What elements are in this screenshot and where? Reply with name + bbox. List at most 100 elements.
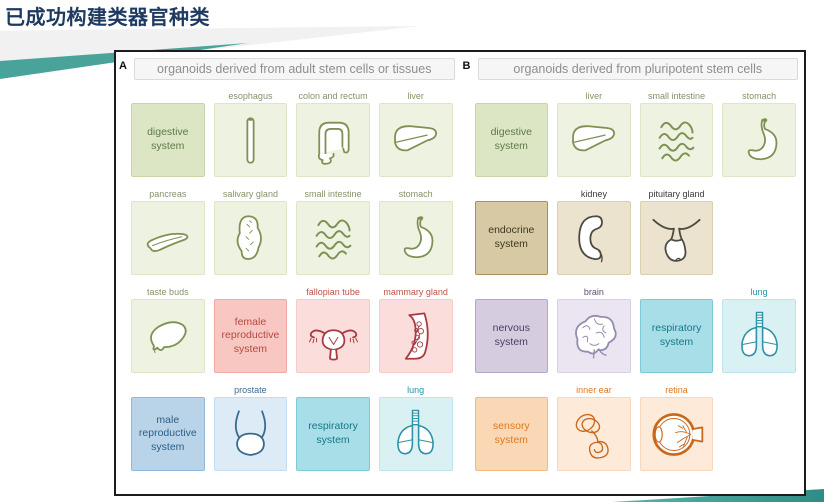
system-box-sensory-system: sensory system bbox=[474, 397, 549, 471]
cell-retina: retina bbox=[639, 384, 714, 471]
organ-box-pancreas bbox=[131, 201, 205, 275]
organ-box-small-intestine bbox=[639, 103, 714, 177]
organ-row: sensory system inner ear retina bbox=[474, 384, 797, 471]
organ-box-liver bbox=[557, 103, 631, 177]
panel-b-head: B organoids derived from pluripotent ste… bbox=[462, 58, 798, 80]
organ-box-kidney bbox=[557, 201, 631, 275]
panel-a-head: A organoids derived from adult stem cell… bbox=[119, 58, 455, 80]
organ-name-label: small intestine bbox=[648, 91, 706, 101]
pancreas-icon bbox=[139, 210, 196, 267]
organ-name-label: kidney bbox=[580, 189, 607, 199]
cell-endocrine-system: endocrine system bbox=[474, 188, 549, 275]
cell-esophagus: esophagus bbox=[213, 90, 288, 177]
organ-name-label bbox=[296, 384, 370, 397]
page-title: 已成功构建类器官种类 bbox=[5, 7, 210, 29]
cell-inner-ear: inner ear bbox=[557, 384, 631, 471]
organ-box-esophagus bbox=[213, 103, 288, 177]
cell-taste-buds: taste buds bbox=[131, 286, 205, 373]
fallopian-tube-icon bbox=[305, 308, 362, 365]
organ-name-label: mammary gland bbox=[383, 287, 448, 297]
organ-name-label: pancreas bbox=[149, 189, 187, 199]
small-intestine-icon bbox=[305, 210, 362, 267]
system-box-respiratory-system: respiratory system bbox=[296, 397, 370, 471]
panel-a-grid: digestive system esophagus colon and rectu… bbox=[131, 90, 453, 482]
organ-box-taste-buds bbox=[131, 299, 205, 373]
organ-name-label: fallopian tube bbox=[306, 287, 360, 297]
cell-liver: liver bbox=[378, 90, 453, 177]
system-box-female-reproductive-system: female reproductive system bbox=[213, 299, 288, 373]
organ-name-label: esophagus bbox=[228, 91, 273, 101]
organ-box-fallopian-tube bbox=[296, 299, 370, 373]
cell-fallopian-tube: fallopian tube bbox=[296, 286, 370, 373]
empty-cell bbox=[722, 188, 796, 275]
inner-ear-icon bbox=[565, 406, 622, 463]
organ-name-label: retina bbox=[665, 385, 688, 395]
brain-icon bbox=[565, 308, 622, 365]
organ-name-label: stomach bbox=[742, 91, 777, 101]
system-box-nervous-system: nervous system bbox=[474, 299, 549, 373]
organ-box-small-intestine bbox=[296, 201, 370, 275]
liver-icon bbox=[387, 112, 444, 169]
organ-row: endocrine system kidney pituitary gland bbox=[474, 188, 797, 275]
organ-name-label bbox=[475, 90, 549, 103]
cell-respiratory-system: respiratory system bbox=[639, 286, 714, 373]
cell-kidney: kidney bbox=[557, 188, 631, 275]
organ-name-label: pituitary gland bbox=[648, 189, 705, 199]
organ-row: digestive system esophagus colon and rectu… bbox=[131, 90, 453, 177]
organ-name-label bbox=[475, 286, 549, 299]
panel-b-header: organoids derived from pluripotent stem … bbox=[477, 58, 798, 80]
panel-a: A organoids derived from adult stem cell… bbox=[119, 58, 455, 494]
liver-icon bbox=[565, 112, 622, 169]
stomach-icon bbox=[731, 112, 788, 169]
system-box-digestive-system: digestive system bbox=[131, 103, 205, 177]
taste-buds-icon bbox=[139, 308, 196, 365]
cell-respiratory-system: respiratory system bbox=[296, 384, 370, 471]
panel-a-header: organoids derived from adult stem cells … bbox=[134, 58, 455, 80]
organ-name-label: salivary gland bbox=[222, 189, 278, 199]
cell-stomach: stomach bbox=[722, 90, 796, 177]
organ-box-liver bbox=[378, 103, 453, 177]
cell-digestive-system: digestive system bbox=[474, 90, 549, 177]
small-intestine-icon bbox=[648, 112, 705, 169]
lung-icon bbox=[387, 406, 444, 463]
cell-prostate: prostate bbox=[213, 384, 288, 471]
panel-b: B organoids derived from pluripotent ste… bbox=[462, 58, 798, 494]
system-box-respiratory-system: respiratory system bbox=[639, 299, 714, 373]
cell-female-reproductive-system: female reproductive system bbox=[213, 286, 288, 373]
organ-box-retina bbox=[639, 397, 714, 471]
lung-icon bbox=[731, 308, 788, 365]
organ-box-brain bbox=[557, 299, 631, 373]
cell-mammary-gland: mammary gland bbox=[378, 286, 453, 373]
organ-name-label: small intestine bbox=[304, 189, 362, 199]
prostate-icon bbox=[222, 406, 279, 463]
organ-box-salivary-gland bbox=[213, 201, 288, 275]
cell-small-intestine: small intestine bbox=[296, 188, 370, 275]
organ-name-label: brain bbox=[583, 287, 604, 297]
cell-pancreas: pancreas bbox=[131, 188, 205, 275]
organ-name-label: liver bbox=[407, 91, 424, 101]
organ-box-pituitary-gland bbox=[639, 201, 714, 275]
system-box-digestive-system: digestive system bbox=[474, 103, 549, 177]
system-box-male-reproductive-system: male reproductive system bbox=[131, 397, 205, 471]
organ-name-label bbox=[131, 384, 205, 397]
organ-box-lung bbox=[378, 397, 453, 471]
organ-name-label bbox=[475, 188, 549, 201]
organ-name-label bbox=[214, 286, 288, 299]
kidney-icon bbox=[565, 210, 622, 267]
cell-liver: liver bbox=[557, 90, 631, 177]
cell-salivary-gland: salivary gland bbox=[213, 188, 288, 275]
panel-b-letter: B bbox=[462, 60, 471, 72]
salivary-gland-icon bbox=[222, 210, 279, 267]
organ-name-label bbox=[131, 90, 205, 103]
organ-name-label: inner ear bbox=[576, 385, 612, 395]
organ-name-label bbox=[475, 384, 549, 397]
system-box-endocrine-system: endocrine system bbox=[474, 201, 549, 275]
cell-colon-and-rectum: colon and rectum bbox=[296, 90, 370, 177]
stomach-icon bbox=[387, 210, 444, 267]
cell-brain: brain bbox=[557, 286, 631, 373]
